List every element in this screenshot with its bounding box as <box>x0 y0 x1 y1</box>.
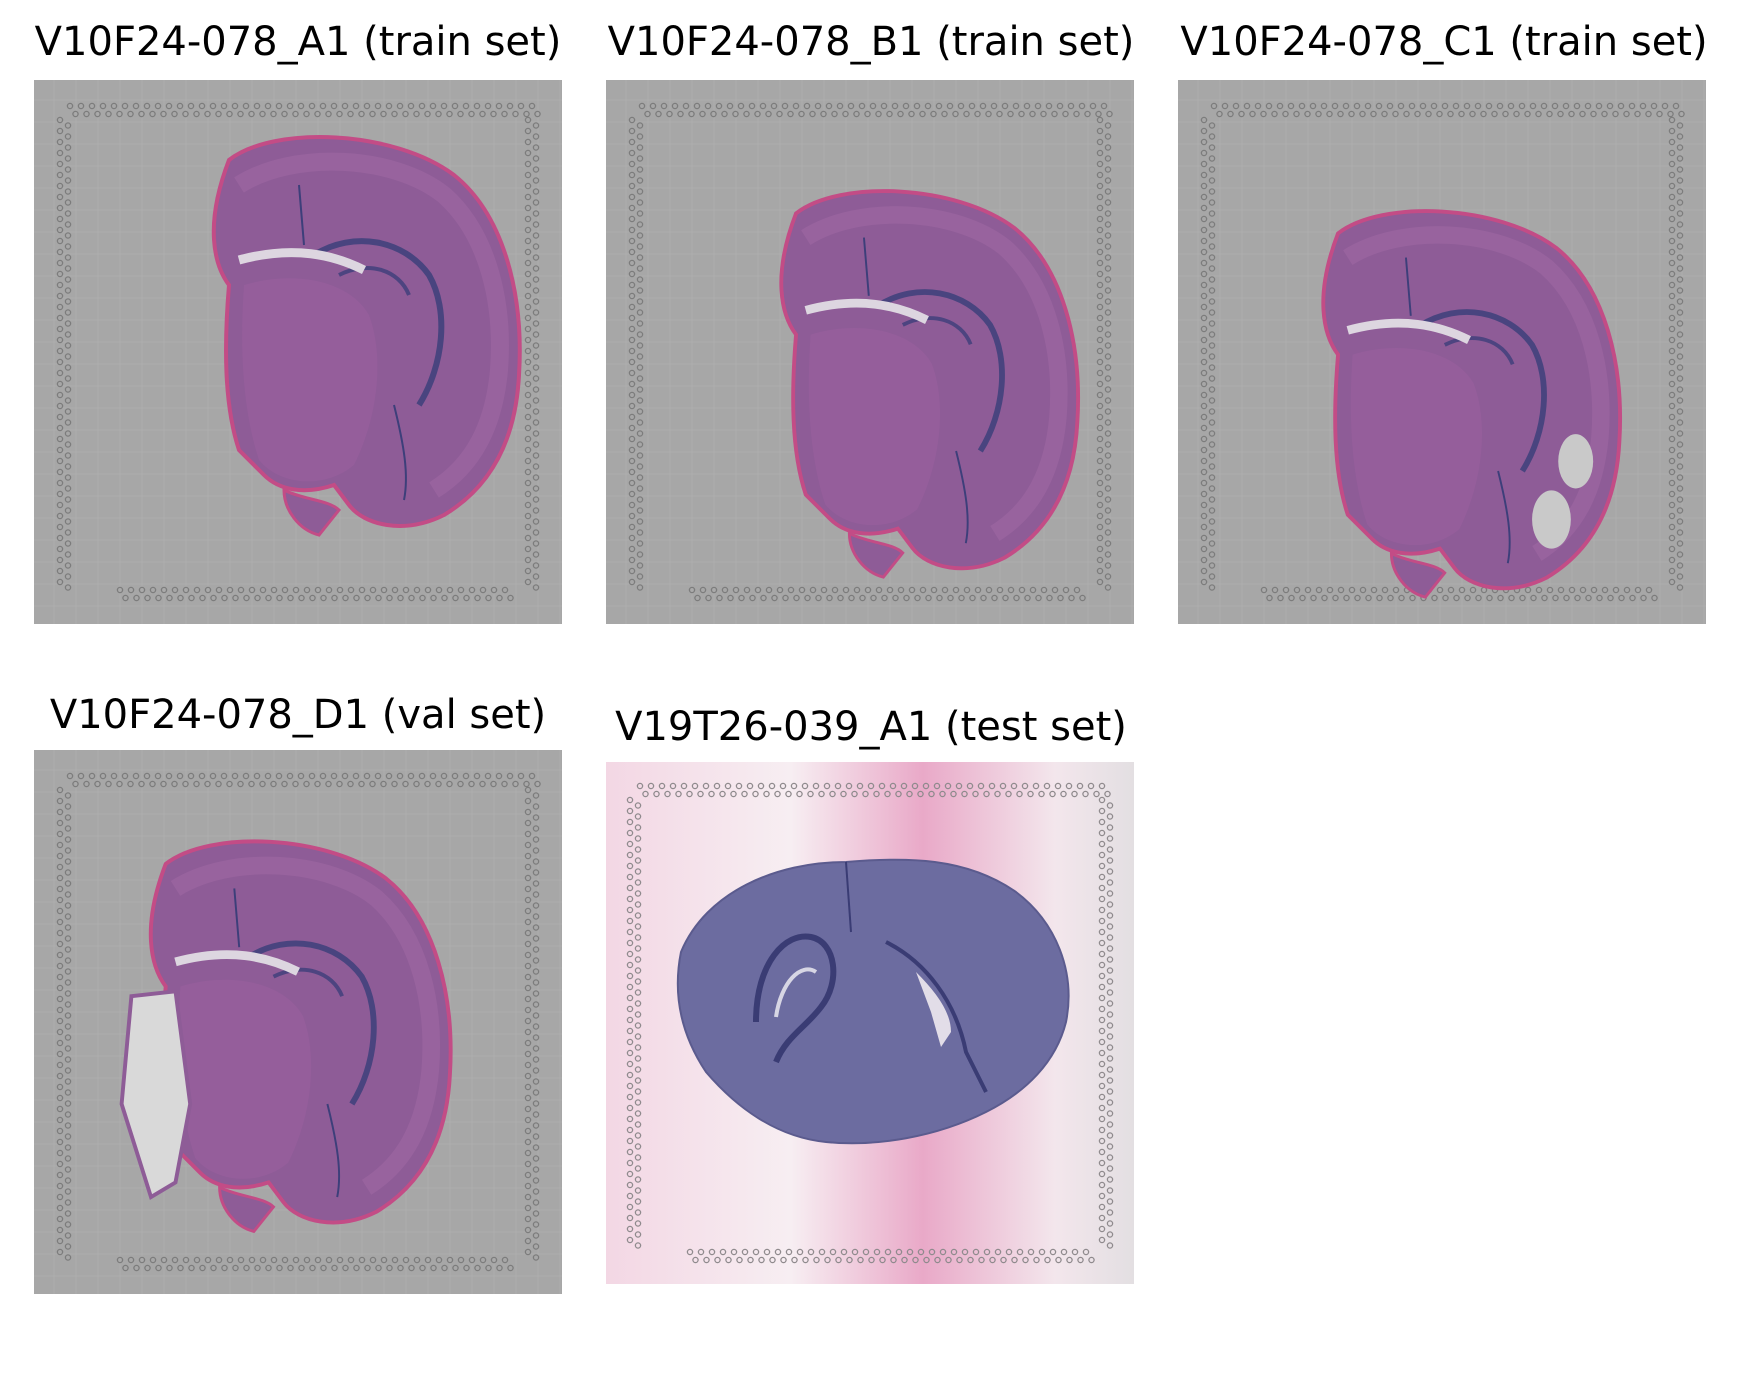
panel-title-b1: V10F24-078_B1 (train set) <box>607 19 1135 65</box>
tissue-section <box>676 858 1070 1145</box>
panel-title-c1: V10F24-078_C1 (train set) <box>1180 19 1708 65</box>
panel-title-a1: V10F24-078_A1 (train set) <box>34 19 562 65</box>
fiducial-frame <box>56 102 541 602</box>
tissue-section <box>119 839 453 1234</box>
tissue-section <box>1321 209 1622 599</box>
panel-title-test: V19T26-039_A1 (test set) <box>615 704 1127 750</box>
tissue-section <box>211 135 522 537</box>
fiducial-frame <box>626 782 1114 1264</box>
fiducial-frame <box>1200 102 1685 602</box>
slide-image-b1 <box>606 80 1134 624</box>
slide-image-test <box>606 762 1134 1284</box>
panel-title-d1: V10F24-078_D1 (val set) <box>49 692 547 738</box>
slide-image-d1 <box>34 750 562 1294</box>
slide-image-a1 <box>34 80 562 624</box>
fiducial-frame <box>56 772 541 1272</box>
slide-image-c1 <box>1178 80 1706 624</box>
tissue-section <box>779 189 1080 579</box>
fiducial-frame <box>628 102 1113 602</box>
